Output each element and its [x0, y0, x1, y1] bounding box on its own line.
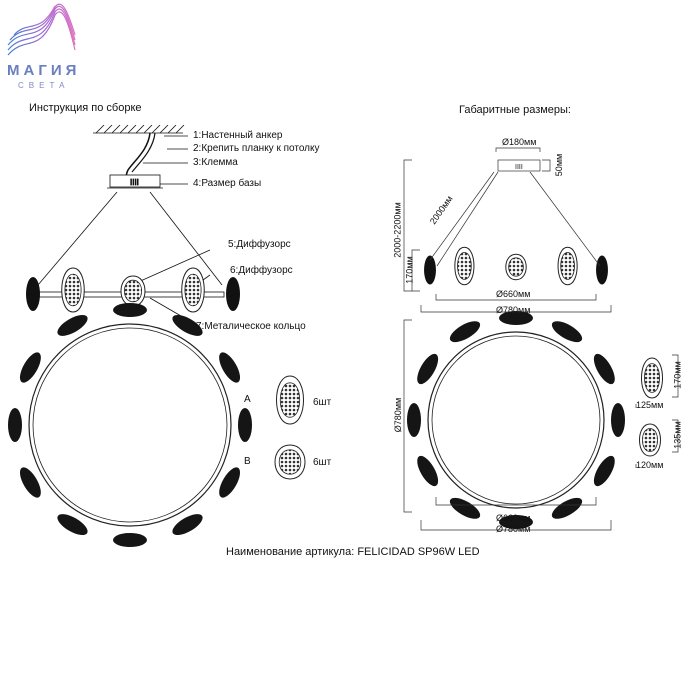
label-base-size: 4:Размер базы	[193, 178, 262, 189]
dim-diffuser-b-width: 120мм	[636, 460, 664, 470]
ring-outer	[28, 323, 232, 527]
dim-ring-inner: Ø660мм	[496, 289, 531, 299]
end-lamp	[424, 255, 436, 285]
ring-lamp	[57, 514, 88, 536]
label-diffuser-6: 6:Диффузорс	[230, 265, 293, 276]
ring-lamp	[417, 353, 439, 385]
ring-lamp	[499, 515, 533, 529]
diffuser-a-grid	[64, 273, 82, 307]
ring-lamp	[8, 408, 22, 442]
logo-subtext: СВЕТА	[18, 81, 70, 90]
dimension-lines: IIII	[403, 147, 679, 531]
part-b-letter: B	[244, 456, 251, 467]
ring-lamp	[499, 311, 533, 325]
diffuser-a-grid	[560, 252, 575, 280]
dim-top-side: Ø780мм	[393, 397, 404, 433]
side-view-lamps	[26, 267, 240, 313]
diffuser-a-grid	[184, 273, 202, 307]
dim-top-inner: Ø660мм	[496, 513, 531, 523]
ring-inner	[431, 335, 601, 505]
ring-lamp	[172, 514, 203, 536]
assembly-title: Инструкция по сборке	[29, 102, 142, 114]
ring-outer	[427, 331, 605, 509]
part-a-letter: A	[244, 394, 251, 405]
article-caption: Наименование артикула: FELICIDAD SP96W L…	[226, 546, 480, 558]
diffuser-b-grid	[123, 279, 143, 303]
ring-lamp	[19, 467, 41, 498]
label-diffuser-5: 5:Диффузорс	[228, 239, 291, 250]
diffuser-a-grid	[457, 252, 472, 280]
end-lamp	[226, 277, 240, 311]
label-anchor: 1:Настенный анкер	[193, 130, 283, 141]
ring-lamp	[593, 353, 615, 385]
ring-inner	[32, 327, 228, 523]
top-view-ring	[8, 303, 306, 547]
dim-diffuser-a-height: 170мм	[672, 361, 683, 389]
ring-lamp	[238, 408, 252, 442]
end-lamp	[596, 255, 608, 285]
ring-lamp	[611, 403, 625, 437]
logo-text: МАГИЯ	[7, 62, 81, 79]
dim-diffuser-b-height: 135мм	[672, 421, 683, 449]
svg-text:IIII: IIII	[130, 178, 139, 187]
dimension-top-view	[407, 311, 663, 529]
part-a-qty: 6шт	[313, 397, 332, 408]
dimension-side-view	[424, 246, 608, 286]
dim-base-height: 50мм	[554, 153, 565, 177]
logo-waves	[7, 3, 76, 56]
diffuser-a-dim-grid	[644, 363, 660, 393]
ring-lamp	[219, 352, 241, 383]
ring-lamp	[407, 403, 421, 437]
dim-base-diameter: Ø180мм	[502, 137, 537, 147]
label-metal-ring: 7:Металическое кольцо	[196, 321, 306, 332]
part-a-diffuser-grid	[279, 382, 301, 418]
ring-lamp	[57, 314, 88, 336]
dim-top-outer: Ø780мм	[496, 524, 531, 534]
dim-diffuser-a-width: 125мм	[636, 400, 664, 410]
part-b-diffuser-grid	[278, 449, 302, 475]
dimensions-title: Габаритные размеры:	[459, 104, 571, 116]
ring-lamp	[551, 321, 583, 343]
ring-lamp	[417, 455, 439, 487]
diffuser-b-dim-grid	[642, 428, 658, 452]
label-terminal: 3:Клемма	[193, 157, 238, 168]
ring-lamp	[449, 497, 481, 519]
ring-lamp	[19, 352, 41, 383]
ring-lamp	[219, 467, 241, 498]
dim-lamp-height: 170мм	[404, 256, 415, 284]
ring-lamp	[593, 455, 615, 487]
ring-lamp	[113, 533, 147, 547]
label-mount-plate: 2:Крепить планку к потолку	[193, 143, 320, 154]
ring-lamp	[449, 321, 481, 343]
ring-lamp	[172, 314, 203, 336]
dim-total-height: 2000-2200мм	[392, 202, 403, 258]
ring-lamp	[551, 497, 583, 519]
part-b-qty: 6шт	[313, 457, 332, 468]
diffuser-b-grid	[508, 257, 524, 277]
svg-text:IIII: IIII	[515, 164, 523, 171]
dim-ring-outer: Ø780мм	[496, 305, 531, 315]
ring-lamp	[113, 303, 147, 317]
end-lamp	[26, 277, 40, 311]
